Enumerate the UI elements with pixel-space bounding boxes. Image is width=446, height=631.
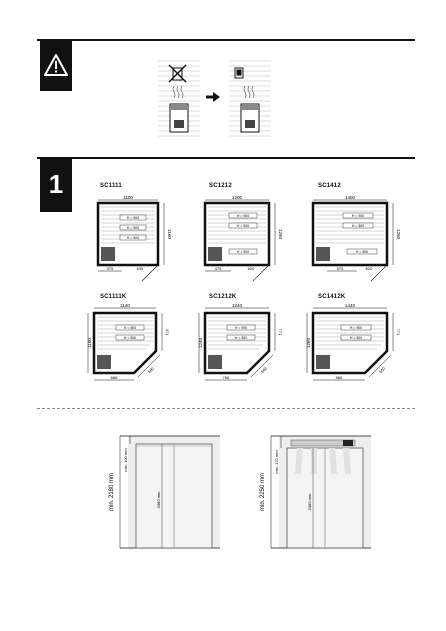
dim-width: 1140 [120,303,130,308]
dim-width: 1100 [123,195,133,200]
arrow-right-icon [206,92,220,102]
dim-width: 1240 [232,303,243,308]
dim-bottom: 966 [336,375,343,380]
heater-icon [101,247,115,261]
warning-badge [40,39,72,91]
dim-inner-height: 2080 mm [156,491,161,508]
heater-wall-correct-illustration [229,60,271,137]
floor-plan-sc1111k: 1140 H = 900 H = 500 471 1160 666 590 [87,303,170,381]
bench-height-label: H = 500 [356,250,368,254]
elevation-drawing-with-ceiling-unit: min. 2250 mm min. 170 mm 2080 mm [260,435,371,549]
dim-depth: 1260 [278,229,283,240]
dim-width: 1400 [345,195,356,200]
heater-wall-wrong-illustration [158,60,200,137]
bench-height-label: H = 900 [124,326,136,330]
dim-diagonal: 590 [147,365,156,374]
floor-plan-sc1412: 1400 H = 900 H = 500 H = 500 575 620 126… [311,195,401,282]
dim-side-right: 771 [396,329,401,336]
model-label: SC1212 [209,183,232,189]
bench-height-label: H = 900 [237,214,249,218]
model-label: SC1111K [100,294,127,300]
bench-height-label: H = 500 [237,250,249,254]
dim-bottom-right: 635 [137,266,144,271]
elevation-drawing-standard: min. 2180 mm min. 100 mm 2080 mm [109,435,220,549]
prohibited-object-icon [168,64,187,83]
dim-bottom-left: 475 [215,266,222,271]
heater-icon [169,103,189,133]
bench-height-label: H = 900 [235,326,247,330]
model-label: SC1412 [318,183,341,189]
dim-bottom-right: 620 [248,266,255,271]
model-label: SC1111 [100,183,122,189]
steam-icon [243,85,255,99]
step-number: 1 [48,169,64,199]
heater-icon [316,247,330,261]
floor-plan-sc1111: 1100 H = 900 H = 500 H = 500 375 635 116… [96,195,172,282]
section-divider [37,408,415,409]
dim-depth: 1240 [198,337,203,348]
dim-bottom-left: 375 [107,266,114,271]
section-rule-warning [37,39,415,41]
heater-icon [240,103,260,133]
model-label: SC1212K [209,294,237,300]
heater-icon [208,247,222,261]
dim-side-right: 771 [278,329,283,336]
step-number-badge: 1 [40,157,72,212]
floor-plan-sc1412k: 1440 H = 900 H = 500 771 1260 966 560 [306,303,401,381]
model-label: SC1412K [318,294,346,300]
dim-diagonal: 560 [378,365,387,374]
dim-width: 1440 [345,303,356,308]
heater-icon [97,355,111,369]
bench-height-label: H = 500 [124,336,136,340]
dim-diagonal: 560 [260,365,269,374]
floor-plan-sc1212k: 1240 H = 900 H = 500 771 1240 766 560 [198,303,283,381]
bench-height-label: H = 500 [127,236,139,240]
bench-height-label: H = 500 [235,336,247,340]
bench-height-label: H = 500 [350,336,362,340]
sensor-icon [234,67,244,79]
dim-depth: 1160 [87,338,92,348]
dim-top-gap: min. 100 mm [123,448,128,472]
dim-depth: 1160 [167,229,172,239]
bench-height-label: H = 500 [237,224,249,228]
heater-icon [316,355,330,369]
ceiling-unit-icon [290,439,356,447]
dim-width: 1200 [232,195,243,200]
dim-side-right: 471 [165,329,170,336]
dim-min-height: min. 2250 mm [260,473,266,511]
floor-plan-sc1212: 1200 H = 900 H = 500 H = 500 475 620 126… [203,195,283,282]
dim-depth: 1260 [306,337,311,348]
heater-icon [208,355,222,369]
bench-height-label: H = 500 [127,226,139,230]
bench-height-label: H = 900 [127,216,139,220]
dim-bottom-left: 575 [337,266,344,271]
steam-icon [172,85,184,99]
bench-height-label: H = 900 [350,326,362,330]
section-rule-step1 [37,157,415,159]
dim-inner-height: 2080 mm [307,493,312,510]
dim-depth: 1260 [396,229,401,240]
warning-triangle-icon [44,54,68,76]
dim-bottom-right: 620 [366,266,373,271]
dim-bottom: 666 [111,375,118,380]
bench-height-label: H = 900 [352,214,364,218]
light-beams [295,448,351,474]
dim-bottom: 766 [223,375,230,380]
dim-top-gap: min. 170 mm [274,450,279,474]
dim-min-height: min. 2180 mm [109,473,115,511]
bench-height-label: H = 500 [352,224,364,228]
